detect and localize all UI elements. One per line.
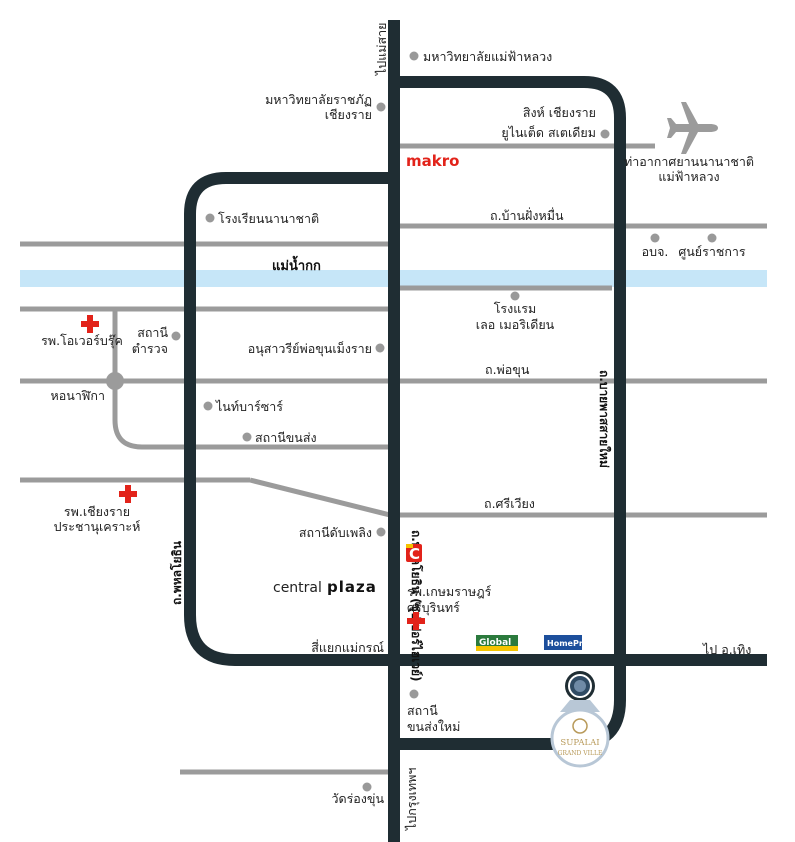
label-cr-pracha-2: ประชานุเคราะห์ [54,519,141,535]
central-text: central [273,580,322,596]
label-stadium-2: ยูไนเต็ด สเตเดียม [501,125,596,141]
label-airport-2: แม่ฟ้าหลวง [658,169,719,184]
label-crru-2: เชียงราย [325,107,372,122]
dot-police [171,331,181,341]
label-pho-khun: ถ.พ่อขุน [485,362,530,378]
plaza-text: plaza [327,578,377,596]
homepro-logo: HomePro [544,635,589,650]
label-new-bus-station-2: ขนส่งใหม่ [407,719,460,734]
label-intl-school: โรงเรียนนานาชาติ [218,211,319,226]
dot-wat-rong-khun [362,782,372,792]
label-hotel-1: โรงแรม [494,301,537,316]
clock-tower-roundabout [106,372,124,390]
supalai-project: GRAND VILLE [558,750,603,757]
dot-bus-station [242,432,252,442]
dot-monument [375,343,385,353]
dot-mfu [409,51,419,61]
road-diagonal [249,477,391,518]
dot-stadium [600,129,610,139]
airplane-icon [667,102,718,154]
homepro-text: HomePro [547,639,589,648]
label-monument: อนุสาวรีย์พ่อขุนเม็งราย [248,341,372,357]
label-night-bazaar: ไนท์บาร์ซาร์ [215,399,283,414]
dot-new-bus-station [409,689,419,699]
label-ban-fang-muen: ถ.บ้านฝั่งหมื่น [490,207,564,223]
label-stadium-1: สิงห์ เชียงราย [523,105,596,120]
label-govt-center: ศูนย์ราชการ [678,244,746,260]
label-to-bangkok: ไปกรุงเทพฯ [404,768,420,831]
label-hotel-2: เลอ เมอริเดียน [476,317,555,332]
dot-crru [376,102,386,112]
global-text: Global [479,638,511,648]
road-phahonyothin-west [184,172,394,666]
label-fire-station: สถานีดับเพลิง [299,525,372,540]
supalai-name: SUPALAI [560,738,599,748]
hospital-icon [407,612,425,630]
label-phahonyothin-west: ถ.พหลโยธิน [169,540,184,605]
label-police-2: ตำรวจ [132,341,168,356]
hospital-icon [81,315,99,333]
makro-logo: makro [406,152,459,170]
label-crru-1: มหาวิทยาลัยราชภัฏ [265,92,372,107]
supalai-badge [550,708,610,768]
label-bypass: ถ.บายพาสสายใหม่ [597,370,612,468]
dot-night-bazaar [203,401,213,411]
big-c-letter: C [409,545,420,563]
global-house-logo: Global [476,635,518,651]
label-kasemrad-2: ศรีบุรินทร์ [407,600,460,616]
label-phahonyothin-main: ถ.พหลโยธิน (ซุปเปอร์ไฮเวย์) [408,530,424,682]
pin-stem [560,700,600,712]
label-kasemrad-1: รพ.เกษมราษฎร์ [407,584,492,599]
supalai-emblem-icon [572,718,588,734]
hospital-icon [119,485,137,503]
dot-fire-station [376,527,386,537]
label-new-bus-station-1: สถานี [407,703,438,718]
road-bus-station-loop [112,381,390,450]
label-wat-rong-khun: วัดร่องขุ่น [331,791,384,807]
river-label: แม่น้ำกก [272,255,321,274]
label-clock-tower: หอนาฬิกา [51,388,105,403]
dot-obj [650,233,660,243]
label-bus-station: สถานีขนส่ง [255,430,317,445]
dot-intl-school [205,213,215,223]
label-to-mae-sai: ไปแม่สาย [374,23,389,77]
label-mfu: มหาวิทยาลัยแม่ฟ้าหลวง [423,49,552,64]
label-airport-1: ท่าอากาศยานนานาชาติ [624,154,754,169]
dot-hotel [510,291,520,301]
dot-govt-center [707,233,717,243]
label-to-thoeng: ไป อ.เทิง [702,642,751,657]
label-overbrook: รพ.โอเวอร์บรุ๊ค [41,333,123,349]
label-police-1: สถานี [137,325,168,340]
supalai-location-pin[interactable]: SUPALAI GRAND VILLE [550,671,610,768]
big-c-logo: C [406,544,422,563]
label-si-wiang: ถ.ศรีเวียง [484,496,535,511]
label-obj: อบจ. [642,244,669,259]
place-dots [171,51,717,792]
label-mae-kon-junction: สี่แยกแม่กรณ์ [311,639,384,655]
label-cr-pracha-1: รพ.เชียงราย [64,504,130,519]
central-plaza-logo: central plaza [273,578,377,596]
